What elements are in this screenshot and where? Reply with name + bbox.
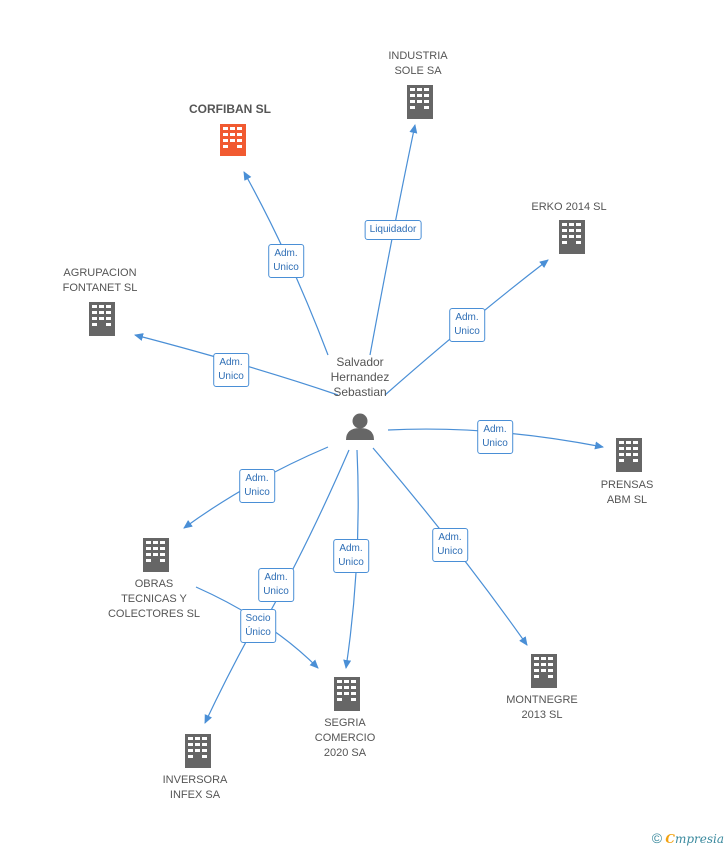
relation-label-obras: Adm. Unico — [239, 469, 275, 503]
relation-label-inversora: Socio Único — [240, 609, 276, 643]
empresia-logo: © Cmpresia — [652, 830, 724, 846]
building-icon-inversora[interactable] — [182, 734, 214, 768]
building-icon-industria[interactable] — [404, 85, 436, 119]
company-label-agrupacion[interactable]: AGRUPACION FONTANET SL — [62, 267, 138, 294]
company-label-obras[interactable]: OBRAS TECNICAS Y COLECTORES SL — [107, 578, 201, 620]
building-icon-segria[interactable] — [331, 677, 363, 711]
relation-label-montnegre: Adm. Unico — [432, 528, 468, 562]
building-icon-corfiban[interactable] — [217, 124, 249, 156]
edge-industria — [369, 124, 418, 356]
relation-label-industria: Liquidador — [364, 220, 422, 240]
building-icon-agrupacion[interactable] — [86, 302, 118, 336]
building-icon-erko[interactable] — [556, 220, 588, 254]
relation-label-erko: Adm. Unico — [449, 308, 485, 342]
relation-label-prensas: Adm. Unico — [477, 420, 513, 454]
relation-label-segria-adm: Adm. Unico — [258, 568, 294, 602]
company-label-corfiban[interactable]: CORFIBAN SL — [189, 102, 271, 116]
company-label-inversora[interactable]: INVERSORA INFEX SA — [162, 774, 228, 801]
building-icon-montnegre[interactable] — [528, 654, 560, 688]
company-label-segria[interactable]: SEGRIA COMERCIO 2020 SA — [314, 717, 376, 759]
company-label-prensas[interactable]: PRENSAS ABM SL — [600, 479, 654, 506]
brand-name: Cmpresia — [665, 832, 724, 846]
relation-label-corfiban: Adm. Unico — [268, 244, 304, 278]
relation-label-segria-direct: Adm. Unico — [333, 539, 369, 573]
building-icon-obras[interactable] — [140, 538, 172, 572]
person-icon[interactable] — [346, 413, 374, 441]
person-name[interactable]: Salvador Hernandez Sebastian — [330, 355, 390, 399]
company-label-erko[interactable]: ERKO 2014 SL — [531, 201, 607, 213]
copyright-symbol: © — [651, 830, 663, 846]
relation-label-agrupacion: Adm. Unico — [213, 353, 249, 387]
company-label-industria[interactable]: INDUSTRIA SOLE SA — [388, 50, 448, 77]
company-label-montnegre[interactable]: MONTNEGRE 2013 SL — [506, 694, 578, 721]
building-icon-prensas[interactable] — [613, 438, 645, 472]
